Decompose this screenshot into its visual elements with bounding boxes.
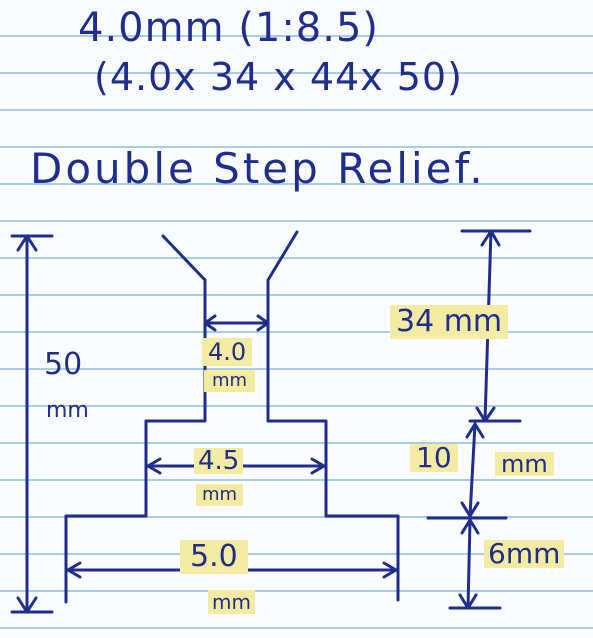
top-width-value: 4.0 <box>202 338 253 366</box>
mid-height-dim-line <box>468 422 477 518</box>
diagram-title: Double Step Relief. <box>30 144 486 193</box>
header-line-1: 4.0mm (1:8.5) <box>78 5 380 51</box>
mid-width-unit: mm <box>196 484 244 506</box>
mid-width-left-arrow <box>146 457 162 475</box>
top-width-left-arrow <box>203 314 217 332</box>
top-width-right-arrow <box>256 314 270 332</box>
bottom-width-unit: mm <box>208 590 255 614</box>
header-line-2: (4.0x 34 x 44x 50) <box>94 55 463 99</box>
bottom-height-top-arrow <box>460 518 480 535</box>
bottom-width-value: 5.0 <box>180 540 248 574</box>
overall-height-unit: mm <box>46 398 89 423</box>
mid-height-top-arrow <box>465 422 485 439</box>
bottom-width-left-arrow <box>66 561 82 579</box>
mid-width-right-arrow <box>310 457 326 475</box>
overall-height-top-arrow <box>16 234 38 252</box>
overall-height-bottom-arrow <box>16 596 38 614</box>
mid-height-bottom-arrow <box>460 501 480 518</box>
upper-height-top-arrow <box>480 229 501 247</box>
bottom-width-right-arrow <box>382 561 398 579</box>
upper-height-label: 34 mm <box>390 305 509 339</box>
bottom-height-label: 6mm <box>484 540 565 568</box>
mid-height-unit: mm <box>495 452 554 476</box>
mid-height-value: 10 <box>410 444 458 472</box>
top-width-unit: mm <box>204 370 256 392</box>
overall-height-value: 50 <box>44 347 83 382</box>
mid-width-value: 4.5 <box>194 448 244 474</box>
bottom-height-dim-line <box>466 518 472 610</box>
